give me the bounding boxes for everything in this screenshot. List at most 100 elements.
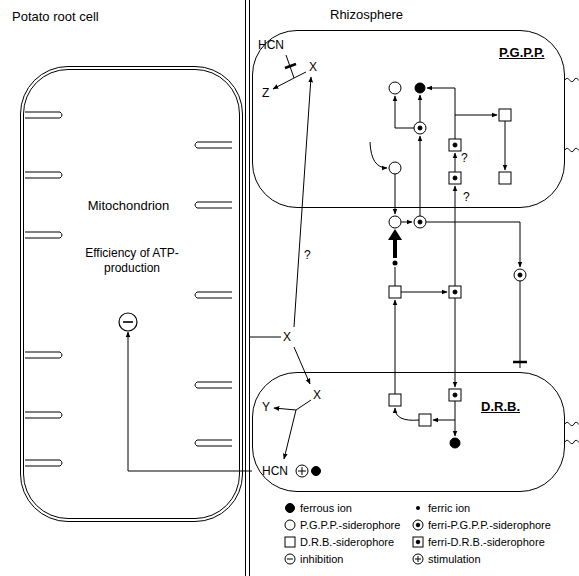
mitochondrion-cristae: [195, 142, 232, 148]
flagellum: [565, 440, 579, 443]
legend-symbols: [413, 554, 423, 564]
legend-symbols: [413, 537, 423, 547]
compound-label: Y: [262, 400, 270, 414]
inhibition-symbol: [123, 321, 133, 323]
pathway-arrow: [250, 55, 520, 459]
pathway-arrow: [395, 267, 396, 286]
siderophore-symbols: [418, 220, 422, 224]
pathway-arrow: [455, 186, 456, 286]
legend-symbols: [285, 520, 295, 530]
mitochondrion-cristae: [25, 112, 62, 118]
compound-label: HCN: [258, 38, 284, 52]
flagellum: [565, 78, 579, 443]
question-mark: ?: [304, 248, 311, 262]
block-bar: [285, 64, 527, 362]
pathway-arrow: [433, 420, 455, 421]
legend-symbols: [286, 504, 295, 513]
bacterium-name: P.G.P.P.: [499, 45, 545, 60]
legend-text: P.G.P.P.-siderophore: [300, 518, 400, 532]
pathway-arrow: [420, 95, 421, 122]
legend-symbols: [418, 556, 419, 562]
pathway-arrow: [420, 136, 421, 216]
legend-symbols: [287, 559, 293, 560]
siderophore-symbols: [296, 82, 526, 477]
legend-text: D.R.B.-siderophore: [300, 535, 394, 549]
cell-membrane: [246, 0, 250, 576]
pathway-arrow: [455, 153, 456, 172]
compound-label: X: [283, 330, 291, 344]
pathway-arrow: [284, 410, 296, 459]
flagellum: [565, 422, 579, 425]
compound-label: HCN: [262, 464, 288, 478]
pathway-arrow: [274, 408, 296, 410]
bacterium-name: D.R.B.: [481, 399, 520, 414]
uptake-arrow: [388, 229, 402, 258]
legend-symbols: [416, 540, 420, 544]
bacterium-cell: D.R.B.: [252, 372, 565, 492]
legend-text: inhibition: [300, 552, 343, 566]
pathway-arrow: [520, 281, 521, 368]
siderophore-symbols: [449, 286, 461, 298]
mitochondrion-cristae: [195, 202, 232, 208]
region-label: Potato root cell: [12, 10, 99, 24]
mitochondrion-cristae: [25, 352, 62, 358]
legend-text: stimulation: [428, 552, 481, 566]
pathway-arrow: [294, 347, 310, 384]
pathway-arrow: [427, 88, 455, 139]
pathway-arrow: [294, 77, 311, 327]
legend-symbols: [285, 554, 295, 564]
siderophore-symbols: [499, 109, 511, 121]
mitochondrion-cristae: [195, 440, 232, 446]
siderophore-symbols: [449, 139, 461, 151]
siderophore-symbols: [514, 269, 526, 281]
uptake-arrow: [388, 229, 402, 240]
mitochondrion-cristae: [195, 382, 232, 388]
cell-membrane: [245, 0, 246, 576]
block-bar: [513, 361, 527, 364]
siderophore-symbols: [389, 82, 401, 94]
bacterium-cell: P.G.P.P.: [252, 30, 565, 208]
siderophore-symbols: [418, 126, 422, 130]
siderophore-symbols: [453, 290, 457, 294]
siderophore-symbols: [450, 438, 460, 448]
flagellum: [565, 78, 579, 81]
pathway-arrow: [250, 337, 281, 338]
pathway-arrow: [395, 300, 396, 394]
legend-text: ferrous ion: [300, 501, 352, 515]
siderophore-symbols: [499, 172, 511, 184]
pathway-arrow: [401, 292, 447, 293]
pathway-arrow: [294, 72, 306, 78]
inhibition-symbol: [119, 313, 137, 331]
pathway-arrow: [370, 142, 387, 168]
mitochondrion-cristae: [25, 412, 62, 418]
legend-text: ferric ion: [428, 501, 470, 515]
legend-symbols: [285, 537, 295, 547]
pathway-arrow: [426, 222, 520, 267]
pathway-arrow: [395, 174, 396, 214]
siderophore-symbols: [389, 216, 401, 228]
siderophore-symbols: [453, 176, 457, 180]
question-mark: ?: [463, 190, 470, 204]
legend-text: ferri-D.R.B.-siderophore: [428, 535, 545, 549]
siderophore-symbols: [415, 83, 425, 93]
pathway-arrow: [273, 78, 294, 89]
legend-symbols: [416, 506, 420, 510]
region-label: Rhizosphere: [330, 8, 403, 22]
siderophore-symbols: [449, 172, 461, 184]
siderophore-symbols: [389, 162, 401, 174]
pathway-arrow: [401, 222, 412, 223]
compound-label: Z: [262, 86, 269, 100]
inhibition-arrow: [128, 332, 252, 471]
legend-symbols: [413, 520, 423, 530]
pathway-arrow: [395, 96, 414, 128]
legend-symbols: [416, 523, 420, 527]
siderophore-symbols: [414, 216, 426, 228]
pathway-arrow: [296, 400, 311, 410]
siderophore-symbols: [414, 122, 426, 134]
siderophore-symbols: [518, 273, 522, 277]
compound-label: X: [313, 388, 321, 402]
siderophore-symbols: [302, 467, 303, 475]
siderophore-symbols: [389, 286, 401, 298]
